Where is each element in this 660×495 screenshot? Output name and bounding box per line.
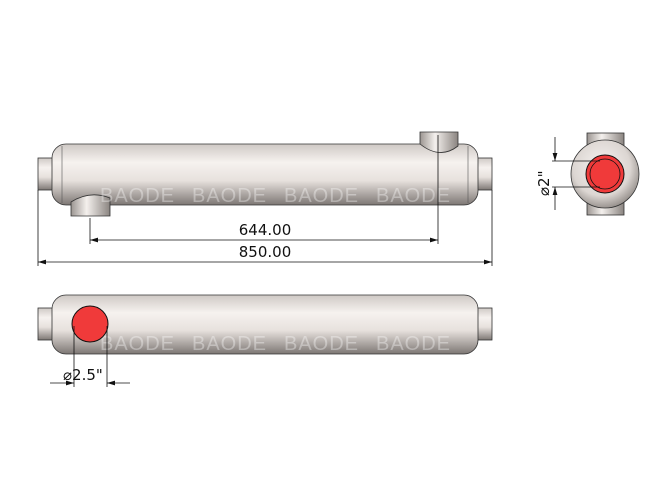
bottom-side-port (70, 194, 111, 217)
watermark: BAODE (192, 185, 267, 207)
watermark: BAODE (284, 333, 359, 355)
side-view: ⌀2" (535, 132, 640, 216)
watermark: BAODE (192, 333, 267, 355)
dim-nozzle-spacing: 644.00 (239, 221, 292, 239)
shell-body-top (51, 294, 479, 355)
port-opening (585, 154, 625, 194)
dim-side-port-diameter: ⌀2" (535, 171, 553, 196)
top-view: BAODE BAODE BAODE BAODE ⌀2.5" (37, 294, 493, 387)
dim-end-port-diameter: ⌀2.5" (63, 366, 103, 384)
watermark: BAODE (100, 185, 175, 207)
top-side-port (419, 131, 459, 153)
watermark: BAODE (376, 185, 451, 207)
shell-body (51, 143, 479, 206)
dim-overall-length: 850.00 (239, 243, 292, 261)
watermark: BAODE (284, 185, 359, 207)
front-view: BAODE BAODE BAODE BAODE 644.00 850.00 (37, 131, 493, 266)
watermark: BAODE (376, 333, 451, 355)
end-port-opening (71, 305, 109, 343)
watermark: BAODE (100, 333, 175, 355)
